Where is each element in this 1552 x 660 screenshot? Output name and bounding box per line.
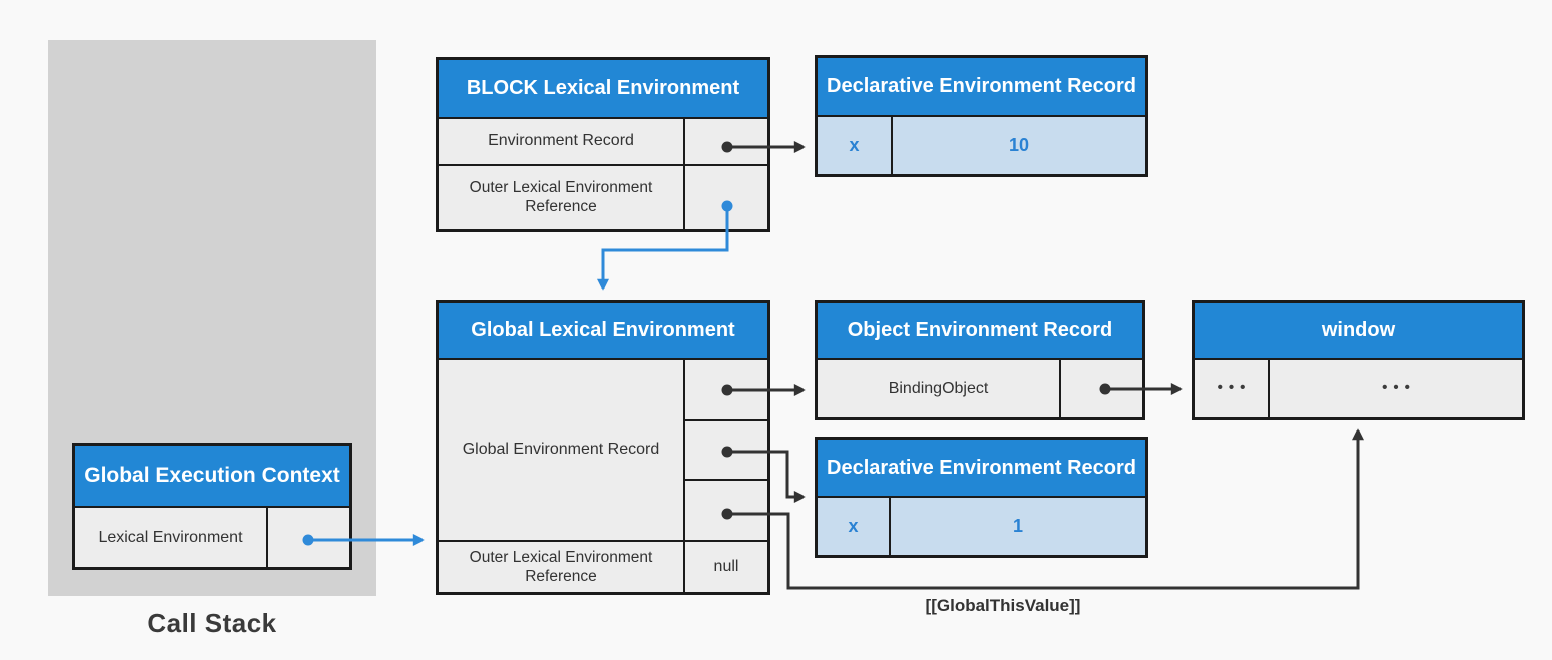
window-object-table: window ••• ••• xyxy=(1192,300,1525,420)
declarative-top-value-cell: 10 xyxy=(891,117,1145,174)
global-environment-record-pointer-column xyxy=(683,360,767,541)
declarative-bottom-value-cell: 1 xyxy=(889,498,1145,555)
window-object-header: window xyxy=(1195,303,1522,358)
block-outer-reference-pointer-cell xyxy=(683,165,767,229)
block-lexical-environment-header: BLOCK Lexical Environment xyxy=(439,60,767,117)
declarative-top-key-cell: x xyxy=(818,117,891,174)
declarative-environment-record-top-table: Declarative Environment Record x 10 xyxy=(815,55,1148,177)
binding-object-pointer-cell xyxy=(1059,360,1142,417)
object-environment-record-header: Object Environment Record xyxy=(818,303,1142,358)
block-lexical-environment-table: BLOCK Lexical Environment Environment Re… xyxy=(436,57,770,232)
environment-record-label: Environment Record xyxy=(439,119,683,164)
lexical-environment-pointer-cell xyxy=(266,508,349,567)
global-this-value-label: [[GlobalThisValue]] xyxy=(925,596,1081,615)
global-environment-record-label: Global Environment Record xyxy=(439,360,683,540)
window-ellipsis-cell-2: ••• xyxy=(1268,360,1522,417)
global-record-pointer-cell-3 xyxy=(685,479,767,541)
declarative-bottom-key-cell: x xyxy=(818,498,889,555)
global-execution-context-table: Global Execution Context Lexical Environ… xyxy=(72,443,352,570)
global-outer-reference-label: Outer Lexical Environment Reference xyxy=(439,542,683,592)
global-record-pointer-cell-2 xyxy=(685,418,767,480)
global-outer-reference-value-cell: null xyxy=(683,542,767,592)
global-lexical-environment-header: Global Lexical Environment xyxy=(439,303,767,358)
object-environment-record-table: Object Environment Record BindingObject xyxy=(815,300,1145,420)
declarative-environment-record-bottom-header: Declarative Environment Record xyxy=(818,440,1145,496)
global-record-pointer-cell-1 xyxy=(685,360,767,419)
lexical-environment-label: Lexical Environment xyxy=(75,508,266,567)
call-stack-label: Call Stack xyxy=(147,608,277,638)
binding-object-label: BindingObject xyxy=(818,360,1059,417)
global-lexical-environment-table: Global Lexical Environment Global Enviro… xyxy=(436,300,770,595)
declarative-environment-record-top-header: Declarative Environment Record xyxy=(818,58,1145,115)
declarative-environment-record-bottom-table: Declarative Environment Record x 1 xyxy=(815,437,1148,558)
global-execution-context-header: Global Execution Context xyxy=(75,446,349,506)
window-ellipsis-cell-1: ••• xyxy=(1195,360,1268,417)
environment-record-pointer-cell xyxy=(683,119,767,164)
block-outer-reference-label: Outer Lexical Environment Reference xyxy=(439,165,683,229)
